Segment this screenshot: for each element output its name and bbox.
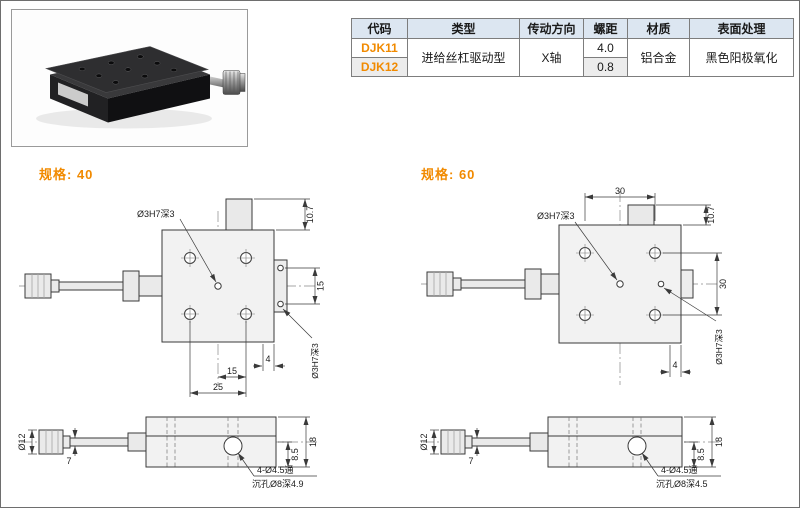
dim-side-hole-spacing: 15 (316, 281, 326, 291)
side-tab (680, 269, 694, 299)
dim-hole-spacing: 25 (213, 382, 223, 392)
stage-label-sticker (58, 82, 88, 107)
dim-block-height: 10.7 (706, 206, 716, 224)
dim-knob-dia: Ø12 (17, 433, 27, 450)
col-header-type: 类型 (407, 18, 520, 39)
dim-knob-dia: Ø12 (419, 433, 429, 450)
dim-edge-offset: 4 (265, 354, 270, 364)
top-block (627, 204, 655, 226)
dim-hole-to-center: 15 (227, 366, 237, 376)
dim-total-height: 18 (308, 437, 318, 447)
side-hole-top (277, 264, 284, 272)
dim-counterbore: 沉孔Ø8深4.9 (252, 479, 304, 489)
dim-center-hole: Ø3H7深3 (137, 209, 175, 219)
stage-knob (210, 70, 246, 95)
dim-counterbore: 沉孔Ø8深4.5 (656, 479, 708, 489)
spec-table: 代码 类型 传动方向 螺距 材质 表面处理 DJK11 进给丝杠驱动型 X轴 4… (351, 18, 794, 77)
cell-code-djk11: DJK11 (351, 38, 408, 58)
spec40-side-dim-lines (28, 416, 317, 477)
spec60-top-dim-texts: 30 Ø3H7深3 10.7 30 4 Ø3H7深3 (537, 186, 728, 370)
dim-base-half: 8.5 (290, 448, 300, 461)
dim-base-half: 8.5 (696, 448, 706, 461)
spec60-top-dim-lines (574, 193, 722, 377)
cell-pitch-djk11: 4.0 (583, 38, 628, 58)
spec40-side-dim-texts: Ø12 7 8.5 18 4-Ø4.5通 沉孔Ø8深4.9 (17, 433, 318, 489)
spec60-label: 规格: 60 (421, 167, 476, 182)
dim-center-hole: Ø3H7深3 (537, 211, 575, 221)
spec60-top-view (421, 191, 719, 385)
col-header-direction: 传动方向 (519, 18, 584, 39)
cell-type: 进给丝杠驱动型 (407, 38, 520, 77)
product-photo (11, 9, 248, 147)
stage-photo-illustration (12, 10, 247, 146)
dim-side-hole-spacing: 30 (718, 279, 728, 289)
spec60-drawing: 30 Ø3H7深3 10.7 30 4 Ø3H7深3 (419, 186, 728, 489)
spec40-side-view (21, 416, 319, 468)
knob-assembly (426, 268, 560, 300)
stage-body-side (145, 416, 277, 468)
spec60-side-dim-texts: Ø12 7 8.5 18 4-Ø4.5通 沉孔Ø8深4.5 (419, 433, 724, 489)
dim-side-hole: Ø3H7深3 (714, 329, 724, 365)
counterbore-hole (627, 436, 647, 456)
spec60-side-view (423, 416, 721, 468)
counterbore-hole (223, 436, 243, 456)
side-hole-bottom (277, 300, 284, 308)
spec40-top-view (19, 198, 317, 385)
dim-side-hole: Ø3H7深3 (310, 343, 320, 379)
dim-mount-hole: 4-Ø4.5通 (661, 465, 698, 475)
center-hole (214, 282, 222, 290)
dim-block-height: 10.7 (305, 206, 315, 224)
table-row-djk11: DJK11 进给丝杠驱动型 X轴 4.0 铝合金 黑色阳极氧化 (351, 38, 794, 77)
side-tab (273, 259, 288, 313)
top-block (225, 198, 253, 231)
spec40-top-dim-texts: Ø3H7深3 10.7 15 Ø3H7深3 4 15 25 (137, 206, 326, 392)
table-row-djk12: DJK12 0.8 (351, 57, 794, 77)
cell-direction: X轴 (519, 38, 584, 77)
dim-mount-hole: 4-Ø4.5通 (257, 465, 294, 475)
dim-shaft-dia: 7 (468, 456, 473, 466)
spec60-side-dim-lines (430, 416, 721, 477)
table-header-row: 代码 类型 传动方向 螺距 材质 表面处理 (351, 18, 794, 39)
spec40-top-dim-lines (179, 198, 320, 397)
cell-code-djk12: DJK12 (351, 57, 408, 77)
col-header-material: 材质 (627, 18, 690, 39)
spec40-label: 规格: 40 (39, 167, 94, 182)
knob-assembly (24, 270, 163, 302)
hole-crosses (181, 249, 255, 323)
col-header-code: 代码 (351, 18, 408, 39)
side-hole (657, 280, 665, 288)
hidden-hole-lines (568, 417, 642, 467)
spec40-drawing: Ø3H7深3 10.7 15 Ø3H7深3 4 15 25 (17, 198, 326, 489)
hole-crosses (576, 244, 664, 324)
dim-top-hole-spacing: 30 (615, 186, 625, 196)
col-header-finish: 表面处理 (689, 18, 794, 39)
cell-finish: 黑色阳极氧化 (689, 38, 794, 77)
cell-material: 铝合金 (627, 38, 690, 77)
col-header-pitch: 螺距 (583, 18, 628, 39)
dim-edge-offset: 4 (672, 360, 677, 370)
stage-body-side (547, 416, 683, 468)
center-hole (616, 280, 624, 288)
stage-screw-holes (78, 54, 178, 85)
dim-shaft-dia: 7 (66, 456, 71, 466)
cell-pitch-djk12: 0.8 (583, 57, 628, 77)
dim-total-height: 18 (714, 437, 724, 447)
